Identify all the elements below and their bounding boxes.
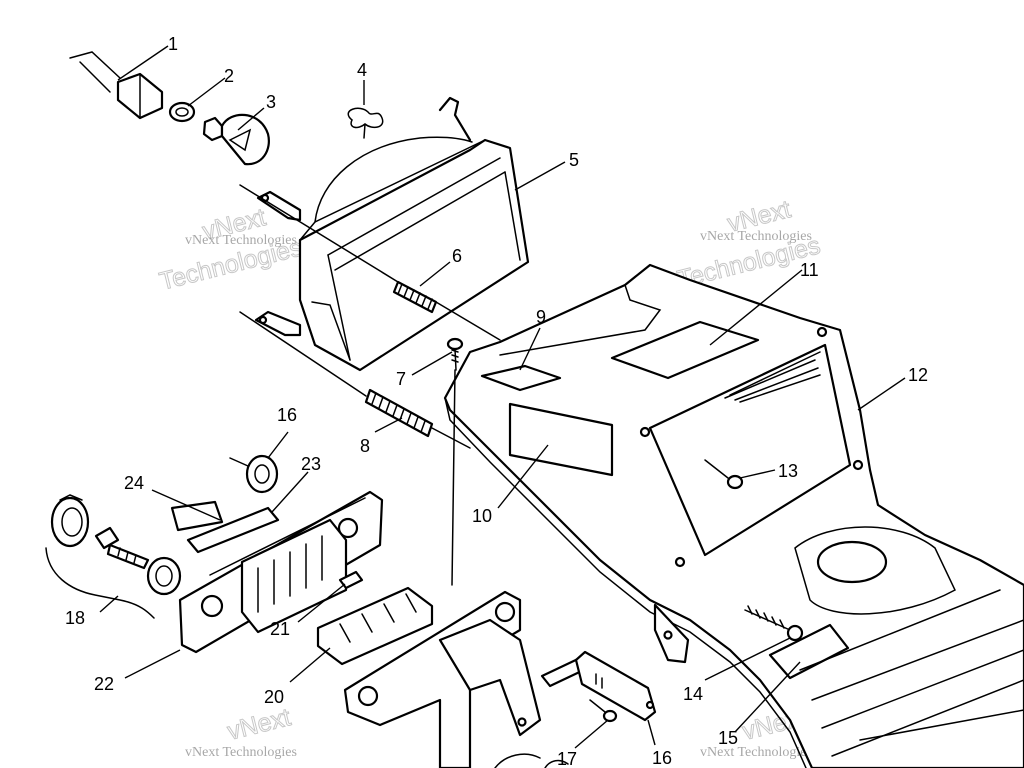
watermark-left: vNext vNext Technologies Technologies bbox=[156, 203, 305, 297]
callout-21: 21 bbox=[270, 619, 290, 639]
callout-6: 6 bbox=[452, 246, 462, 266]
callout-1: 1 bbox=[168, 34, 178, 54]
callout-24: 24 bbox=[124, 473, 144, 493]
svg-text:vNext Technologies: vNext Technologies bbox=[185, 745, 297, 760]
callout-8: 8 bbox=[360, 436, 370, 456]
partial-part-bottom bbox=[494, 753, 569, 768]
switch-block bbox=[316, 586, 434, 666]
svg-text:vNext Technologies: vNext Technologies bbox=[700, 745, 812, 760]
callout-23: 23 bbox=[301, 454, 321, 474]
key-switch-assembly bbox=[45, 494, 182, 619]
bulb-socket-ring bbox=[168, 101, 196, 123]
svg-text:vNext Technologies: vNext Technologies bbox=[700, 229, 812, 244]
callout-22: 22 bbox=[94, 674, 114, 694]
callout-2: 2 bbox=[224, 66, 234, 86]
label-plate bbox=[186, 506, 280, 554]
leader-lines bbox=[99, 45, 906, 749]
callout-10: 10 bbox=[472, 506, 492, 526]
screw-long bbox=[744, 605, 804, 642]
adjuster-spring-upper bbox=[239, 184, 501, 341]
assembly-line bbox=[451, 369, 456, 586]
callout-13: 13 bbox=[778, 461, 798, 481]
adjuster-spring-lower bbox=[239, 311, 471, 449]
hood-console-body bbox=[443, 263, 1024, 768]
screw-bottom bbox=[589, 699, 618, 723]
callout-11: 11 bbox=[800, 260, 819, 280]
callout-7: 7 bbox=[396, 369, 406, 389]
wire-connector bbox=[69, 51, 164, 120]
svg-text:vNext Technologies: vNext Technologies bbox=[185, 233, 297, 248]
callout-16-lower: 16 bbox=[652, 748, 672, 768]
callout-12: 12 bbox=[908, 365, 928, 385]
plug-connector bbox=[540, 650, 657, 722]
callout-labels: 1 2 3 4 5 6 7 9 8 10 11 12 13 14 15 16 1… bbox=[65, 34, 928, 768]
callout-14: 14 bbox=[683, 684, 703, 704]
switch-bracket bbox=[178, 490, 384, 654]
watermark-bottom-left: vNext vNext Technologies bbox=[185, 703, 297, 760]
wire-clip bbox=[347, 107, 384, 139]
callout-9: 9 bbox=[536, 307, 546, 327]
grommet-upper bbox=[229, 454, 279, 494]
callout-3: 3 bbox=[266, 92, 276, 112]
callout-4: 4 bbox=[357, 60, 367, 80]
lower-bracket bbox=[343, 590, 542, 768]
screw-dash bbox=[704, 459, 744, 490]
callout-5: 5 bbox=[569, 150, 579, 170]
callout-15: 15 bbox=[718, 728, 738, 748]
callout-20: 20 bbox=[264, 687, 284, 707]
headlight-housing bbox=[254, 96, 530, 372]
screw-small bbox=[446, 337, 464, 371]
callout-18: 18 bbox=[65, 608, 85, 628]
svg-text:vNext: vNext bbox=[225, 703, 294, 746]
callout-16-upper: 16 bbox=[277, 405, 297, 425]
headlight-bulb bbox=[202, 113, 270, 166]
switch-decal bbox=[170, 500, 224, 532]
callout-17: 17 bbox=[557, 749, 577, 768]
